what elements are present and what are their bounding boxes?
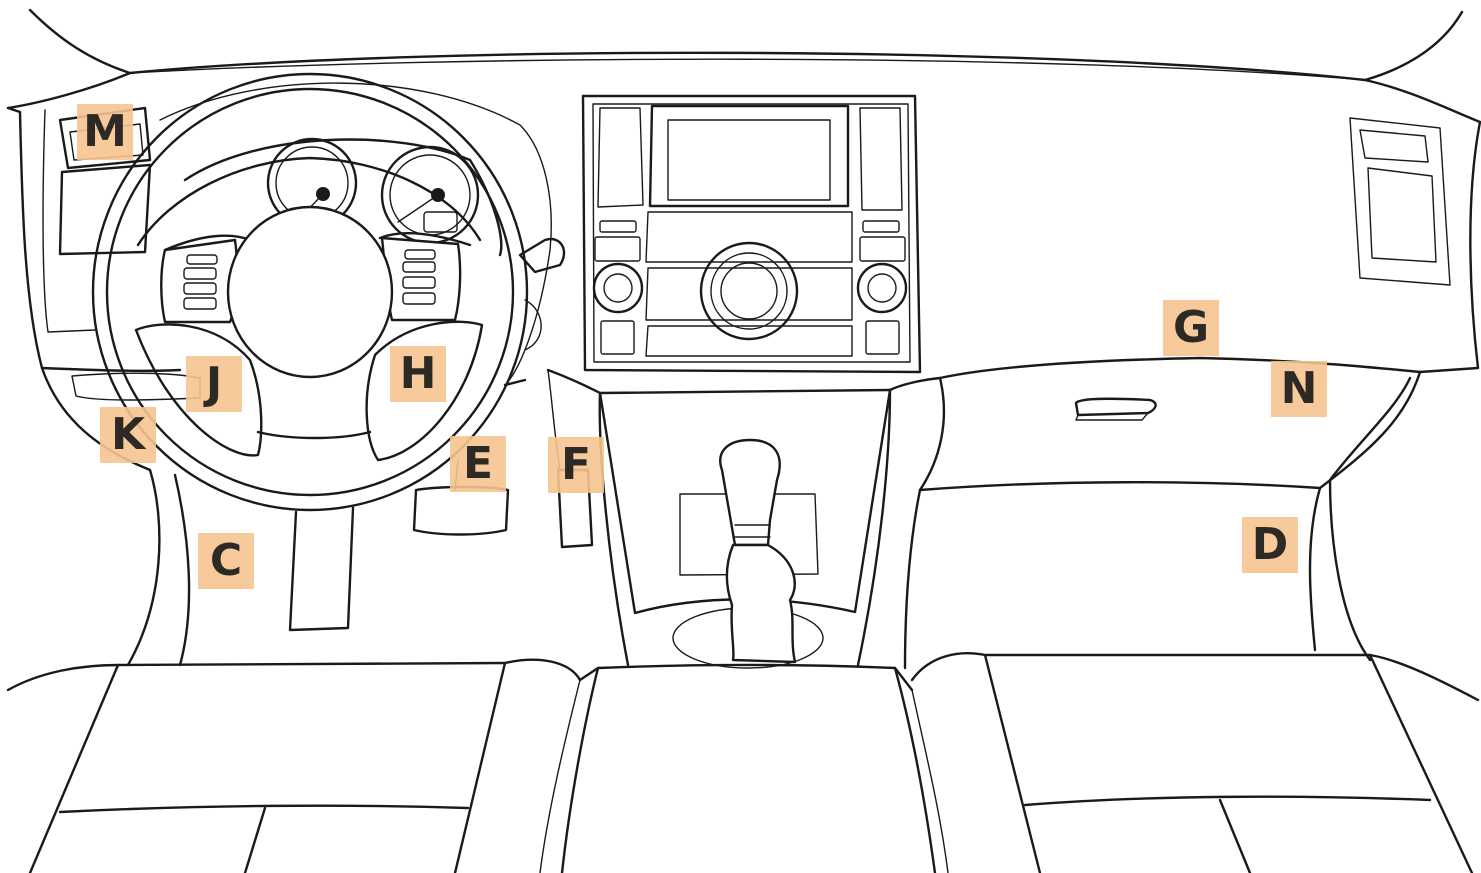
callout-label-h: H [399,348,437,399]
label-bg-K [100,407,156,463]
callout-label-m: M [83,106,127,157]
glove-box [903,481,1322,670]
callout-label-f: F [560,439,592,490]
callout-label-c: C [209,535,243,586]
right-door-pillar [1308,370,1422,662]
passenger-seat [910,652,1480,873]
label-bg-J [186,356,242,412]
instrument-cluster [159,82,552,386]
wiper-stalk [518,237,566,274]
callout-label-k: K [110,409,146,460]
right-dashboard [938,117,1481,421]
callout-label-n: N [1280,363,1318,414]
label-bg-C [198,533,254,589]
center-armrest [539,663,949,873]
label-bg-N [1271,361,1327,417]
left-door-pillar [126,468,191,667]
steering-column [288,506,355,632]
label-bg-F [548,437,604,493]
center-stack [581,94,922,374]
callout-label-d: D [1251,519,1289,570]
callout-label-e: E [462,438,494,489]
label-bg-H [390,346,446,402]
steering-wheel [91,72,542,512]
windshield [6,8,1481,124]
label-bg-M [77,104,133,160]
label-backgrounds [77,104,1327,589]
driver-seat [6,658,582,873]
callout-label-g: G [1172,302,1210,353]
callout-label-j: J [205,358,223,409]
label-bg-G [1163,300,1219,356]
label-bg-E [450,436,506,492]
center-console [546,368,946,669]
label-bg-D [1242,517,1298,573]
